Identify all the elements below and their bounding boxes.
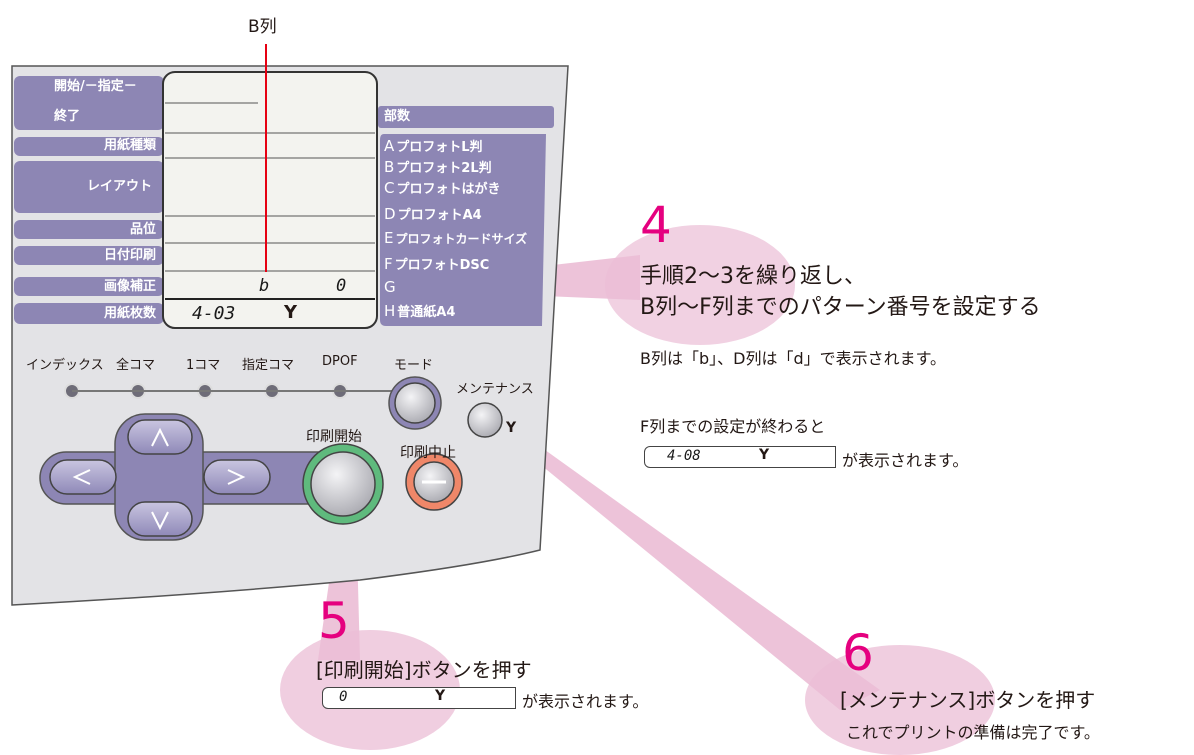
label-paper-type: 用紙種類 bbox=[103, 138, 156, 153]
print-start-label: 印刷開始 bbox=[306, 429, 362, 445]
step4-wrench-icon: Y bbox=[759, 447, 770, 463]
up-arrow-button bbox=[127, 419, 193, 455]
step5-title: [印刷開始]ボタンを押す bbox=[316, 658, 532, 682]
callout-beam-step6 bbox=[508, 432, 880, 710]
step4-lcd-sample: 4-08 Y bbox=[644, 446, 836, 468]
step4-line1: 手順2～3を繰り返し、 bbox=[640, 264, 866, 289]
lcd-row-value: 0 bbox=[336, 276, 347, 296]
left-arrow-button bbox=[49, 459, 117, 495]
mode-button bbox=[394, 382, 436, 424]
step4-note1: B列は「b」、D列は「d」で表示されます。 bbox=[640, 349, 947, 368]
step6-note: これでプリントの準備は完了です。 bbox=[846, 723, 1100, 742]
callout-blob-step6 bbox=[805, 645, 995, 755]
right-arrow-button bbox=[203, 459, 271, 495]
step4-display-suffix: が表示されます。 bbox=[842, 451, 969, 470]
down-arrow-button bbox=[127, 501, 193, 537]
maintenance-label: メンテナンス bbox=[456, 382, 534, 397]
label-image-correction: 画像補正 bbox=[103, 279, 156, 294]
lcd-gridlines bbox=[165, 102, 375, 272]
step5-lcd-code: 0 bbox=[339, 689, 348, 705]
mode-label-mode: モード bbox=[394, 358, 434, 373]
label-start-end-a: 開始/－指定－ bbox=[54, 79, 137, 94]
arrow-pad bbox=[39, 413, 361, 541]
print-stop-label: 印刷中止 bbox=[400, 445, 456, 461]
step5-number: 5 bbox=[318, 592, 350, 650]
right-chevron-icon bbox=[227, 469, 246, 485]
left-label-bars bbox=[14, 76, 164, 324]
lcd-counter: 4-03 bbox=[192, 303, 236, 324]
mode-label-single: 1コマ bbox=[186, 358, 221, 373]
copies-header: 部数 bbox=[384, 109, 411, 124]
step4-line2: B列～F列までのパターン番号を設定する bbox=[640, 295, 1041, 320]
mode-label-index: インデックス bbox=[26, 358, 104, 373]
print-start-button bbox=[310, 451, 376, 517]
label-quality: 品位 bbox=[129, 222, 156, 237]
label-start-end-b: 終了 bbox=[54, 109, 81, 124]
lcd-screen bbox=[162, 71, 378, 329]
mode-label-dpof: DPOF bbox=[322, 354, 358, 369]
step4-note2: F列までの設定が終わると bbox=[640, 417, 826, 436]
wrench-icon: Y bbox=[284, 302, 298, 323]
paper-list-panel bbox=[380, 134, 546, 326]
label-date-print: 日付印刷 bbox=[103, 248, 156, 263]
up-chevron-icon bbox=[151, 427, 169, 447]
column-label: B列 bbox=[248, 17, 277, 37]
callout-blob-step4 bbox=[605, 225, 795, 345]
step4-number: 4 bbox=[640, 196, 672, 254]
copies-header-bar bbox=[378, 106, 554, 128]
step5-display-suffix: が表示されます。 bbox=[522, 692, 649, 711]
label-layout: レイアウト bbox=[86, 179, 152, 194]
maintenance-wrench-icon: Y bbox=[506, 420, 517, 436]
mode-label-selected: 指定コマ bbox=[242, 358, 295, 373]
mode-label-all: 全コマ bbox=[116, 358, 156, 373]
maintenance-button bbox=[467, 402, 503, 438]
label-paper-count: 用紙枚数 bbox=[103, 306, 156, 321]
down-chevron-icon bbox=[151, 511, 169, 531]
left-chevron-icon bbox=[72, 469, 91, 485]
step6-number: 6 bbox=[842, 624, 874, 682]
step4-lcd-code: 4-08 bbox=[667, 448, 701, 464]
lcd-row-letter: b bbox=[259, 276, 270, 296]
step5-lcd-sample: 0 Y bbox=[322, 687, 516, 709]
step5-wrench-icon: Y bbox=[435, 688, 446, 704]
step6-title: [メンテナンス]ボタンを押す bbox=[840, 688, 1096, 712]
paper-item-g: G bbox=[384, 278, 396, 296]
